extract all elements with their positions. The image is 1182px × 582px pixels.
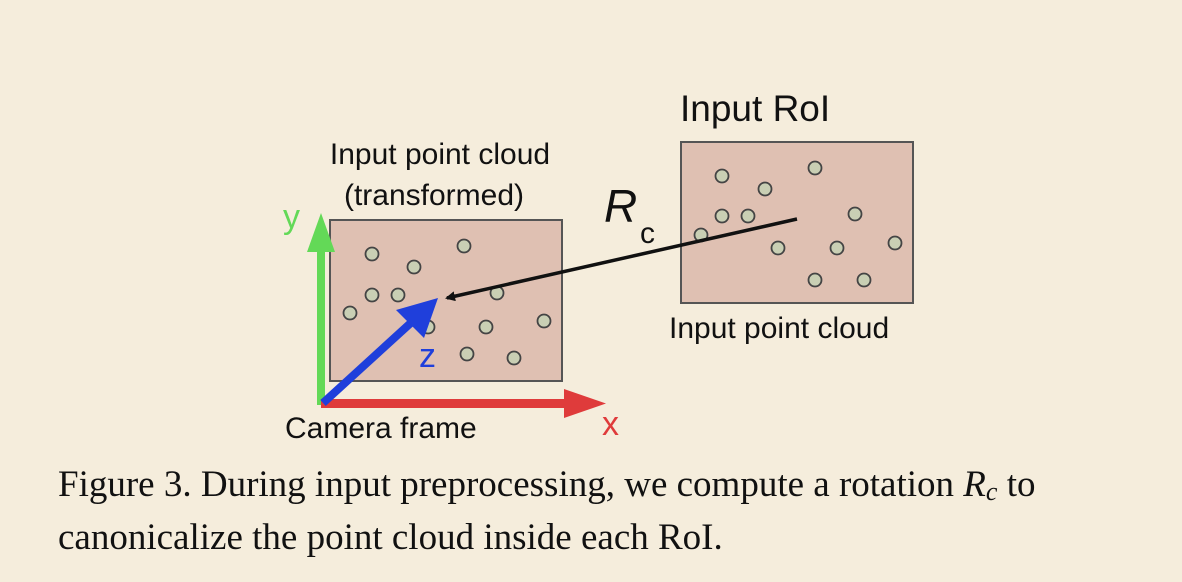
point (887, 235, 903, 251)
caption-math: Rc (963, 464, 998, 506)
point (456, 238, 472, 254)
point (807, 272, 823, 288)
transformed-points (342, 238, 552, 366)
point (714, 208, 730, 224)
point (807, 160, 823, 176)
point (714, 168, 730, 184)
point (536, 313, 552, 329)
y-axis-label: y (283, 198, 300, 236)
roi-points (693, 160, 903, 288)
input-roi-label: Input RoI (680, 88, 830, 129)
x-axis-head (564, 389, 606, 418)
x-axis-label: x (602, 405, 619, 443)
input-cloud-label: Input point cloud (669, 312, 889, 345)
diagram: Input RoI Input point cloud Input point … (283, 88, 914, 445)
z-axis-shaft (320, 317, 417, 406)
point (740, 208, 756, 224)
caption-text-part2: to canonicalize the point cloud inside e… (58, 464, 1036, 558)
camera-axes (307, 213, 606, 418)
x-axis-shaft (321, 399, 567, 408)
point (459, 346, 475, 362)
point (856, 272, 872, 288)
point (390, 287, 406, 303)
transformed-cloud-box (329, 219, 563, 382)
figure-caption: Figure 3. During input preprocessing, we… (58, 462, 1168, 561)
caption-text-part1: Figure 3. During input preprocessing, we… (58, 464, 964, 505)
z-axis-head (396, 298, 438, 338)
point (847, 206, 863, 222)
caption-math-symbol: R (963, 464, 986, 505)
transformed-label-line2: (transformed) (344, 179, 524, 212)
point (506, 350, 522, 366)
point (342, 305, 358, 321)
y-axis-head (307, 213, 335, 252)
rotation-arrow (445, 217, 798, 302)
rotation-symbol: R (604, 180, 637, 232)
point (406, 259, 422, 275)
caption-math-subscript: c (985, 477, 998, 506)
point (364, 246, 380, 262)
transformed-label-line1: Input point cloud (330, 138, 550, 171)
point (757, 181, 773, 197)
camera-frame-label: Camera frame (285, 412, 477, 445)
input-roi-box (680, 141, 914, 304)
point (364, 287, 380, 303)
z-axis-label: z (419, 337, 436, 375)
point (770, 240, 786, 256)
rotation-subscript: c (640, 217, 655, 250)
y-axis-shaft (317, 250, 325, 405)
point (478, 319, 494, 335)
point (829, 240, 845, 256)
